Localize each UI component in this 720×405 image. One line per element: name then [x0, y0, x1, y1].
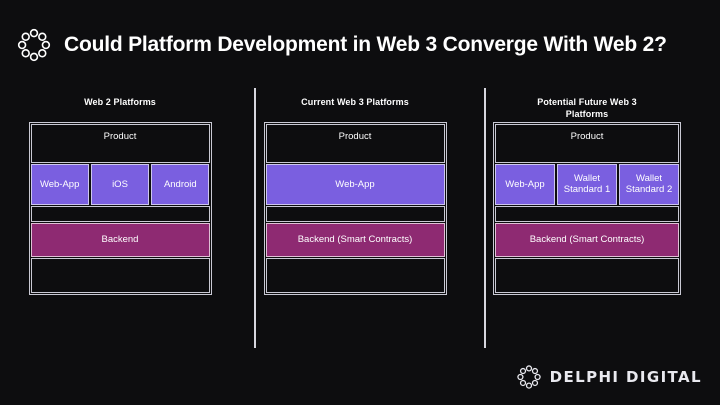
diagram-columns: Web 2 Platforms Product Web-App iOS Andr…: [0, 96, 720, 316]
cell-backend: Backend (Smart Contracts): [495, 223, 679, 257]
column-title-line: Web 2 Platforms: [84, 97, 156, 107]
delphi-digital-wordmark: DELPHI DIGITAL: [549, 368, 702, 386]
delphi-chain-ring-icon: [516, 364, 542, 390]
stack-row-base: [265, 257, 445, 293]
column-title-line: Current Web 3 Platforms: [301, 97, 409, 107]
cell-spacer: [30, 205, 210, 223]
stack-row-backend: Backend (Smart Contracts): [265, 223, 445, 257]
cell-product: Product: [495, 124, 679, 164]
column-title: Current Web 3 Platforms: [301, 96, 409, 122]
page-title: Could Platform Development in Web 3 Conv…: [64, 33, 667, 56]
stack-row-base: [495, 257, 679, 293]
column-title: Web 2 Platforms: [84, 96, 156, 122]
stack-row-apps: Web-App iOS Android: [30, 164, 210, 205]
cell-product: Product: [265, 124, 445, 164]
cell-product: Product: [30, 124, 210, 164]
cell-web-app: Web-App: [265, 164, 445, 205]
cell-web-app: Web-App: [30, 164, 89, 205]
stack-row-apps: Web-App Wallet Standard 1 Wallet Standar…: [495, 164, 679, 205]
column-web2-platforms: Web 2 Platforms Product Web-App iOS Andr…: [0, 96, 240, 316]
stack-row-backend: Backend: [30, 223, 210, 257]
slide-header: Could Platform Development in Web 3 Conv…: [0, 22, 720, 68]
stack-row-base: [30, 257, 210, 293]
stack-row-backend: Backend (Smart Contracts): [495, 223, 679, 257]
platform-stack: Product Web-App Wallet Standard 1 Wallet…: [493, 122, 681, 295]
cell-base: [265, 257, 445, 293]
stack-row-spacer: [265, 205, 445, 223]
delphi-chain-ring-icon: [16, 27, 52, 63]
column-divider-1: [254, 88, 256, 348]
column-title-line: Platforms: [565, 109, 609, 119]
cell-web-app: Web-App: [495, 164, 555, 205]
column-title-line: Potential Future Web 3: [537, 97, 637, 107]
footer-brand: DELPHI DIGITAL: [516, 364, 702, 390]
cell-spacer: [265, 205, 445, 223]
cell-backend: Backend: [30, 223, 210, 257]
cell-ios: iOS: [90, 164, 150, 205]
stack-row-spacer: [495, 205, 679, 223]
cell-backend: Backend (Smart Contracts): [265, 223, 445, 257]
column-current-web3-platforms: Current Web 3 Platforms Product Web-App …: [240, 96, 470, 316]
stack-row-apps: Web-App: [265, 164, 445, 205]
platform-stack: Product Web-App Backend (Smart Contracts…: [263, 122, 447, 295]
stack-row-product: Product: [265, 124, 445, 164]
platform-stack: Product Web-App iOS Android Backend: [28, 122, 212, 295]
cell-android: Android: [151, 164, 210, 205]
cell-base: [30, 257, 210, 293]
cell-wallet-standard-1: Wallet Standard 1: [557, 164, 617, 205]
cell-base: [495, 257, 679, 293]
column-title: Potential Future Web 3 Platforms: [537, 96, 637, 122]
stack-row-product: Product: [495, 124, 679, 164]
stack-row-spacer: [30, 205, 210, 223]
column-divider-2: [484, 88, 486, 348]
column-potential-future-web3-platforms: Potential Future Web 3 Platforms Product…: [470, 96, 704, 316]
cell-wallet-standard-2: Wallet Standard 2: [619, 164, 679, 205]
cell-spacer: [495, 205, 679, 223]
stack-row-product: Product: [30, 124, 210, 164]
